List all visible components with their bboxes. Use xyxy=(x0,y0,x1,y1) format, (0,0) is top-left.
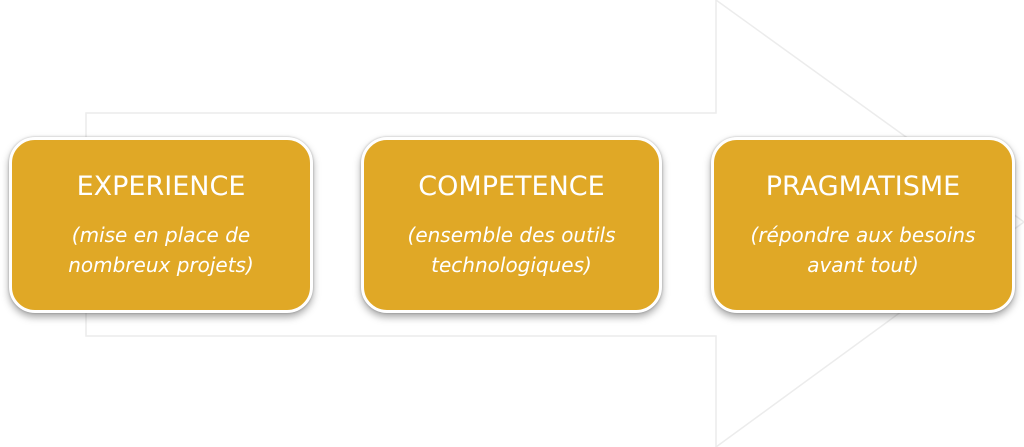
step-description-experience: (mise en place de nombreux projets) xyxy=(68,223,254,277)
step-box-experience: EXPERIENCE (mise en place de nombreux pr… xyxy=(9,137,313,313)
step-description-competence: (ensemble des outils technologiques) xyxy=(407,223,616,277)
step-box-pragmatisme: PRAGMATISME (répondre aux besoins avant … xyxy=(711,137,1015,313)
step-title-experience: EXPERIENCE xyxy=(76,171,246,202)
step-title-competence: COMPETENCE xyxy=(418,171,605,202)
step-box-competence: COMPETENCE (ensemble des outils technolo… xyxy=(361,137,662,313)
step-title-pragmatisme: PRAGMATISME xyxy=(765,171,961,202)
step-description-pragmatisme: (répondre aux besoins avant tout) xyxy=(750,223,976,277)
